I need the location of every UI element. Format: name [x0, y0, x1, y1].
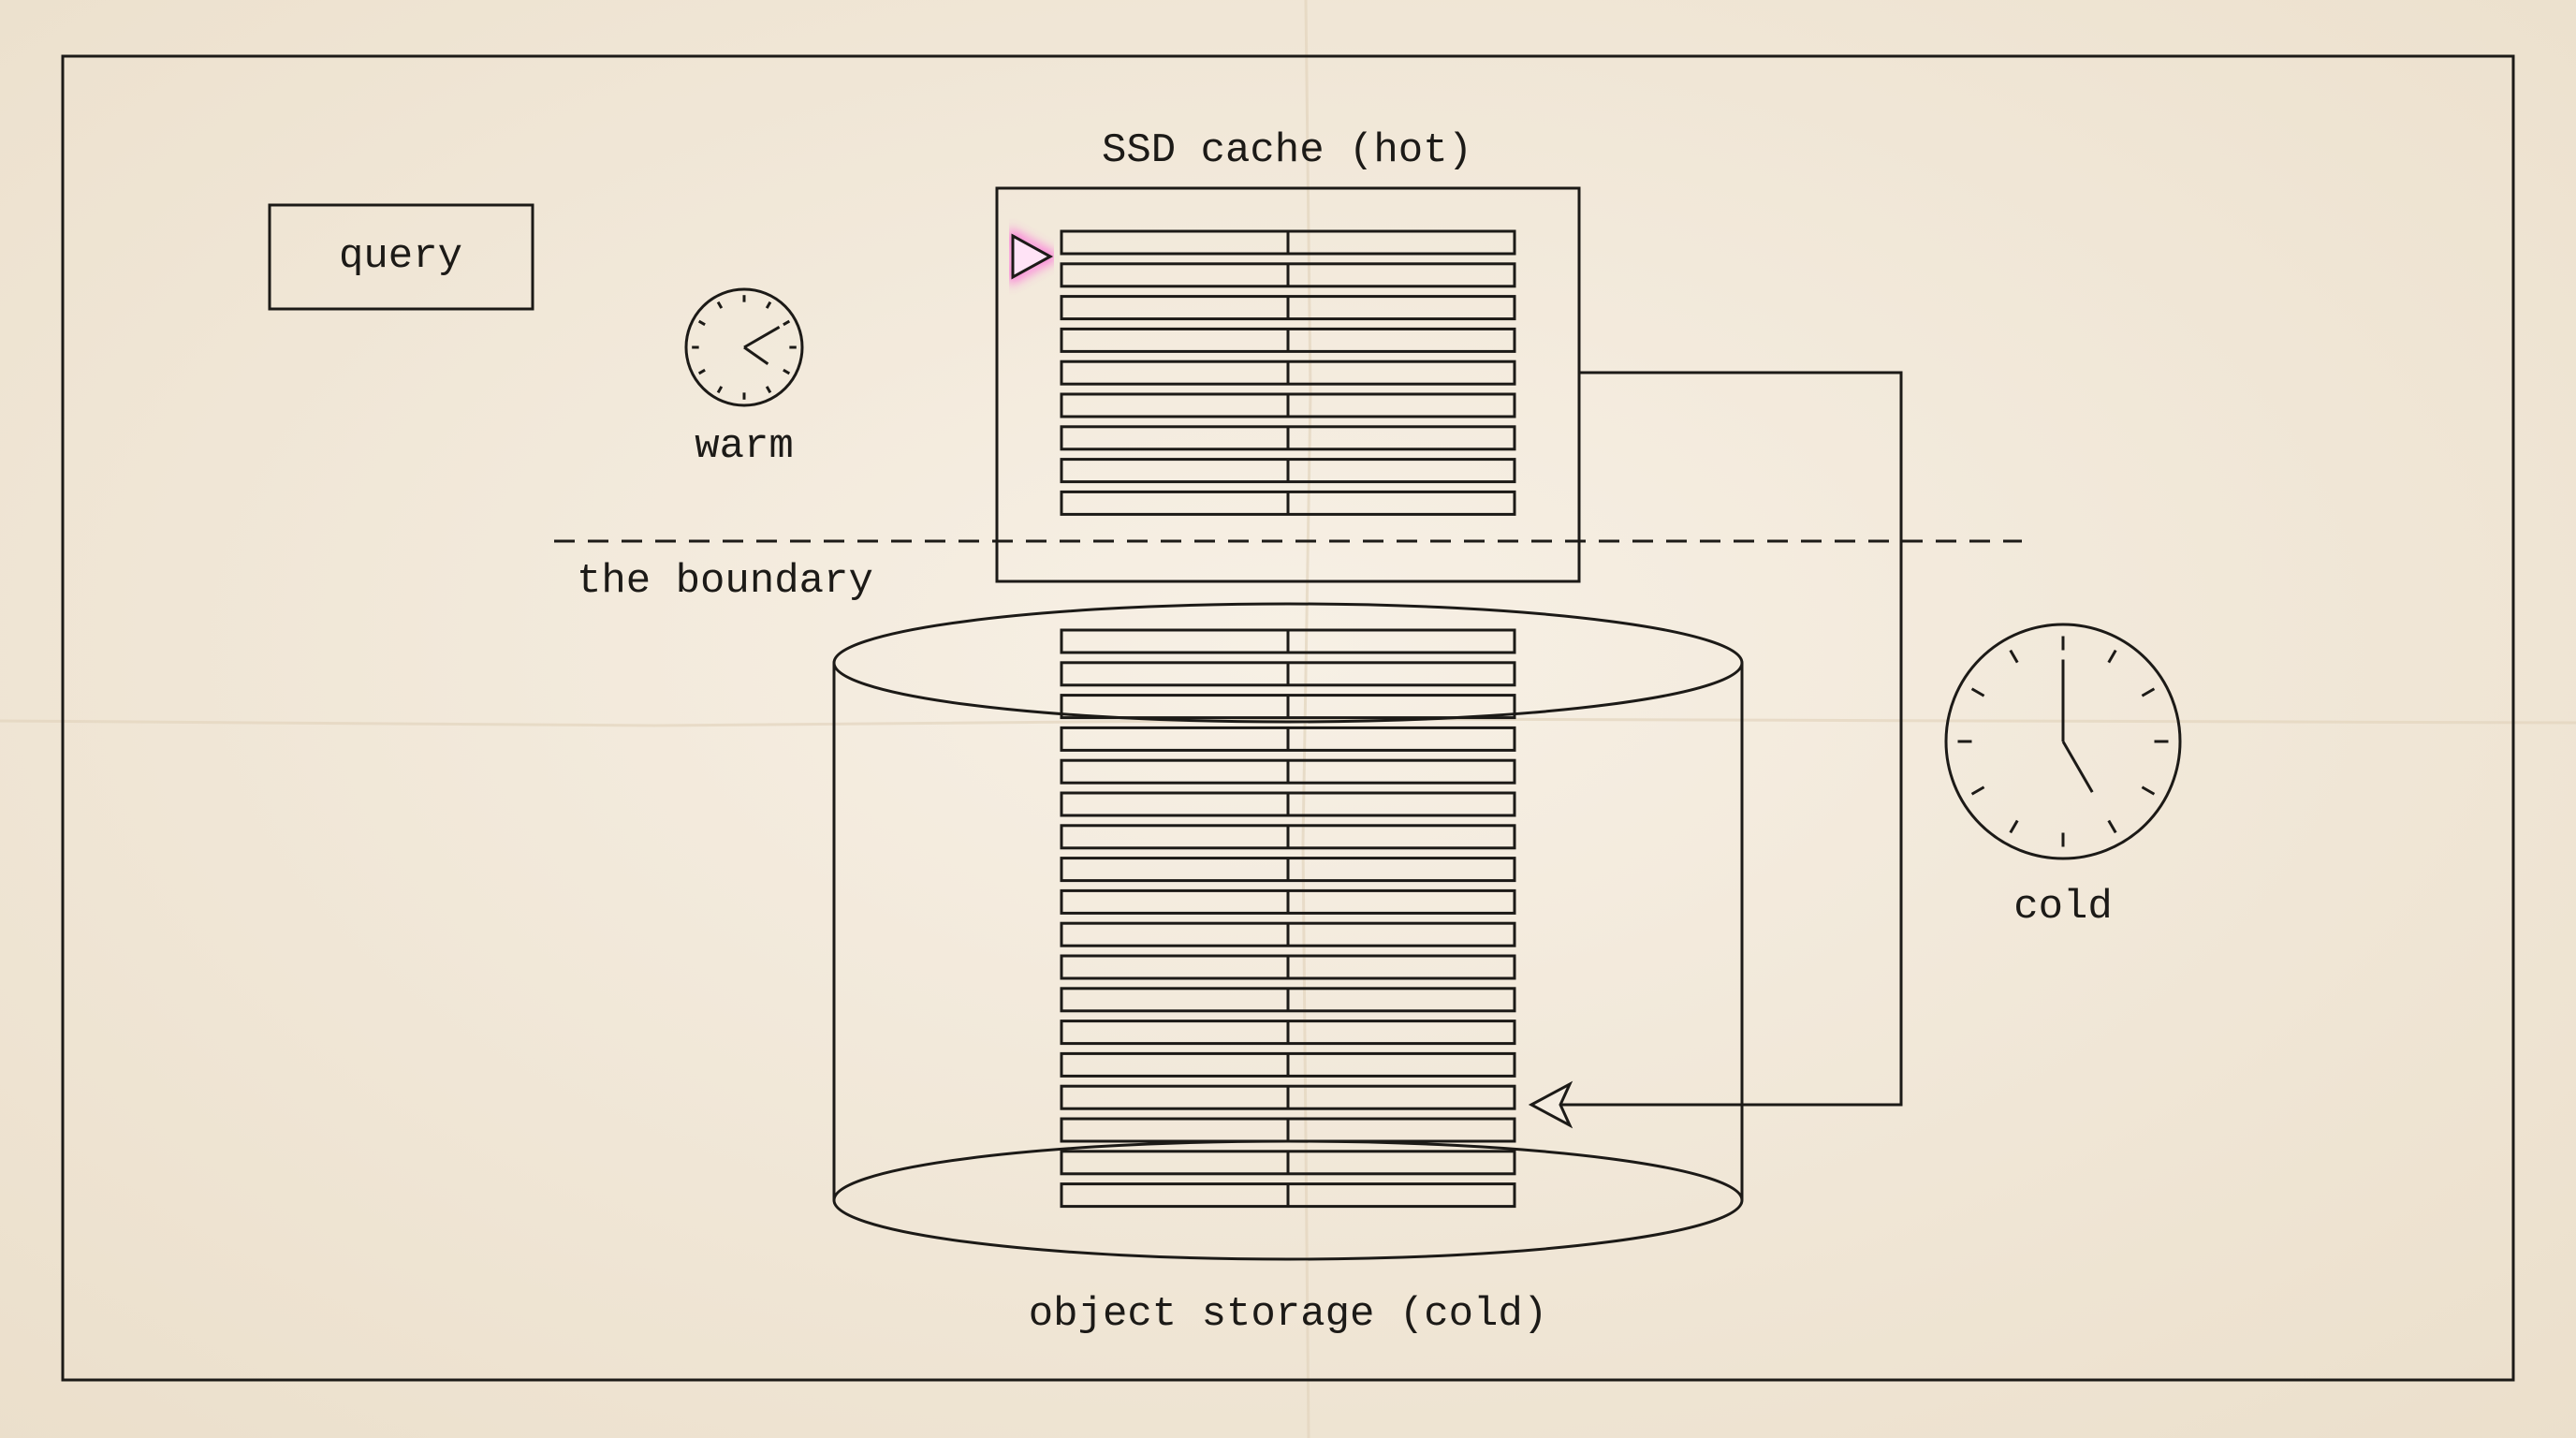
- object-storage-label: object storage (cold): [1029, 1291, 1548, 1338]
- data-row: [1060, 490, 1516, 516]
- cold-label: cold: [2013, 884, 2113, 931]
- query-node: query: [268, 203, 534, 311]
- data-row: [1060, 1084, 1516, 1110]
- ssd-cache-label: SSD cache (hot): [1102, 127, 1472, 174]
- data-row: [1060, 392, 1516, 418]
- clock-icon: [1944, 623, 2182, 860]
- data-row: [1060, 954, 1516, 980]
- data-row: [1060, 295, 1516, 321]
- data-row: [1060, 758, 1516, 785]
- data-row: [1060, 628, 1516, 654]
- query-label: query: [339, 233, 462, 280]
- cold-clock: cold: [1944, 623, 2182, 931]
- data-row: [1060, 824, 1516, 850]
- data-row: [1060, 425, 1516, 451]
- warm-clock: warm: [684, 287, 804, 470]
- data-row: [1060, 1020, 1516, 1046]
- data-row: [1060, 229, 1516, 256]
- data-row: [1060, 921, 1516, 947]
- data-row: [1060, 1150, 1516, 1176]
- ssd-cache-rows: [1060, 229, 1516, 516]
- boundary-label: the boundary: [577, 558, 873, 605]
- data-row: [1060, 694, 1516, 720]
- data-row: [1060, 1182, 1516, 1209]
- query-to-cache-arrow: [533, 227, 1061, 286]
- data-row: [1060, 661, 1516, 687]
- data-row: [1060, 791, 1516, 817]
- clock-icon: [684, 287, 804, 407]
- data-row: [1060, 888, 1516, 915]
- data-row: [1060, 360, 1516, 386]
- object-storage-rows: [1060, 628, 1516, 1209]
- data-row: [1060, 987, 1516, 1013]
- data-row: [1060, 458, 1516, 484]
- data-row: [1060, 726, 1516, 752]
- warm-label: warm: [695, 423, 794, 470]
- cache-to-storage-arrow: [1528, 371, 1903, 1129]
- data-row: [1060, 262, 1516, 288]
- data-row: [1060, 857, 1516, 883]
- object-storage-cylinder: [832, 663, 1744, 1261]
- data-row: [1060, 327, 1516, 353]
- ssd-cache-box: [995, 186, 1581, 583]
- diagram-frame: [61, 54, 2515, 1382]
- data-row: [1060, 1051, 1516, 1078]
- cylinder-ellipses: [832, 602, 1744, 1201]
